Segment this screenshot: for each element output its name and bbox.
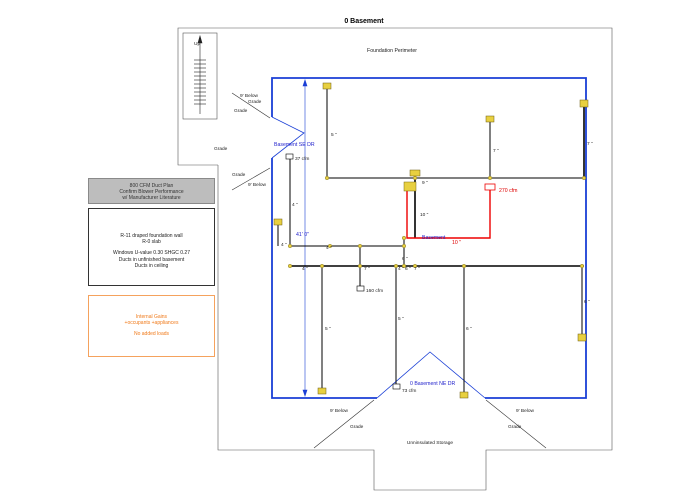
duct-size-4: 7 " <box>587 141 593 147</box>
room-basement-label: Basement <box>422 235 446 241</box>
below-grade-label-4: 9' Below <box>516 408 535 414</box>
wall-line-5: Ducts in ceiling <box>134 262 169 269</box>
cfm-summary-box: 800 CFM Duct Plan Confirm Blower Perform… <box>88 178 215 204</box>
duct-size-12: 7 " <box>364 266 370 272</box>
air-handler <box>403 181 417 192</box>
storage-label: Unninsulated Storage <box>407 440 453 446</box>
duct-size-9: 4 " <box>326 245 332 251</box>
gains-line-2: +occupants +appliances <box>124 320 179 327</box>
duct-size-3: 7 " <box>493 148 499 154</box>
foundation-outline <box>177 27 613 491</box>
grade-label-5: Grade <box>350 424 364 430</box>
grade-label-1: Grade <box>248 99 262 105</box>
duct-size-7: 10 " <box>452 240 461 246</box>
construction-notes-box: R-11 draped foundation wall R-0 slab Win… <box>88 208 215 286</box>
cfm-line-2: Confirm Blower Performance <box>119 189 184 196</box>
foundation-perimeter-label: Foundation Perimeter <box>367 48 417 54</box>
below-grade-label-2: 9' Below <box>248 182 267 188</box>
cfm-label-37: 37 cfm <box>295 156 309 162</box>
plan-title: 0 Basement <box>344 18 384 25</box>
wall-line-4: Ducts in unfinished basement <box>118 256 185 263</box>
duct-size-6: 10 " <box>420 212 429 218</box>
duct-size-14: 7 " <box>414 266 420 272</box>
wall-line-2: R-0 slab <box>142 239 161 246</box>
internal-gains-box: Internal Gains +occupants +appliances No… <box>88 295 215 357</box>
stair-up-label: Up <box>194 41 200 47</box>
exterior-wall <box>271 77 587 399</box>
duct-size-8: 4 " <box>281 242 287 248</box>
grade-lines <box>231 92 547 449</box>
wall-line-1: R-11 draped foundation wall <box>120 233 183 239</box>
duct-size-19: 6 " <box>402 256 408 262</box>
room-ne-dr-label: 0 Basement NE DR <box>410 381 456 387</box>
duct-size-1: 5 " <box>331 132 337 138</box>
door-bumpouts <box>271 116 486 399</box>
grade-label-2: Grade <box>234 108 248 114</box>
return-ducts <box>406 188 491 239</box>
cfm-line-1: 800 CFM Duct Plan <box>129 183 174 189</box>
supply-ducts <box>277 88 585 396</box>
cfm-line-3: w/ Manufacturer Literature <box>122 195 181 202</box>
grade-label-6: Grade <box>508 424 522 430</box>
grade-label-4: Grade <box>232 172 246 178</box>
duct-size-10: 4 " <box>302 266 308 272</box>
dimension-label: 41' 0" <box>296 232 309 238</box>
cfm-label-270: 270 cfm <box>499 188 517 194</box>
wall-line-3: Windows U-value 0.30 SHGC 0.27 <box>113 250 190 257</box>
duct-size-11: 4 " <box>398 266 404 272</box>
duct-size-17: 5 " <box>398 316 404 322</box>
duct-size-13: 6 " <box>405 266 411 272</box>
gains-line-3: No added loads <box>133 331 170 338</box>
dimension-line <box>302 79 308 397</box>
stair <box>194 34 206 114</box>
duct-size-2: 4 " <box>292 202 298 208</box>
cfm-label-160: 160 cfm <box>366 288 383 294</box>
duct-junctions <box>288 175 587 269</box>
duct-size-15: 6 " <box>584 299 590 305</box>
supply-registers <box>273 82 589 399</box>
cfm-label-73: 73 cfm <box>402 388 416 394</box>
gains-line-1: Internal Gains <box>135 314 168 320</box>
room-se-dr-label: Basement SE DR <box>274 142 315 148</box>
duct-size-5: 9 " <box>422 180 428 186</box>
below-grade-label-3: 9' Below <box>330 408 349 414</box>
grade-label-3: Grade <box>214 146 228 152</box>
duct-size-18: 6 " <box>466 326 472 332</box>
below-grade-label-1: 9' Below <box>240 93 259 99</box>
return-boxes <box>285 153 401 390</box>
return-grille <box>484 183 496 191</box>
duct-size-16: 5 " <box>325 326 331 332</box>
